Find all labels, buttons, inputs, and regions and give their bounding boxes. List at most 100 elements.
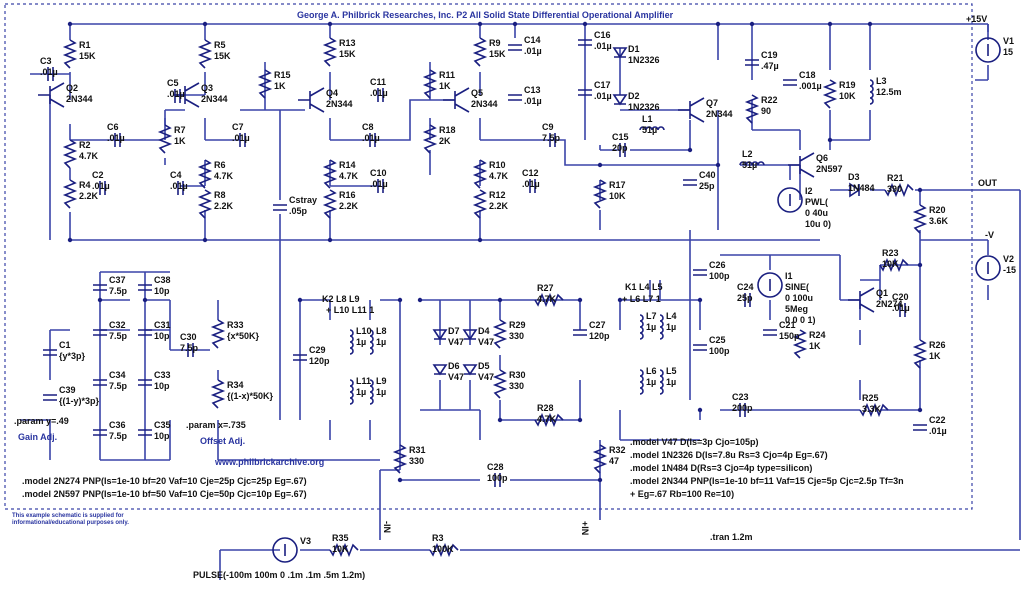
component-r25 [859,402,889,418]
component-c35 [138,429,152,436]
component-r7 [157,124,173,154]
extra-i1-2: 0 0 0 1) [785,315,816,325]
component-c3 [47,67,54,81]
component-r13 [322,37,338,67]
ref-l8: L8 [376,326,387,336]
ref-i1: I1 [785,271,793,281]
val-c8: .01µ [362,133,380,143]
extra-i1-0: 0 100u [785,293,813,303]
ref-v3: V3 [300,536,311,546]
component-c30 [187,343,194,357]
component-q4 [298,87,325,113]
val-l3: 12.5m [876,87,902,97]
component-c8 [369,133,376,147]
val-v1: 15 [1003,47,1013,57]
offset-param: .param x=.735 [186,420,246,430]
val-d4: V47 [478,337,494,347]
component-c25 [693,344,707,351]
val-c23: 200p [732,403,753,413]
val-i2: PWL( [805,197,828,207]
ref-r17: R17 [609,180,626,190]
ref-c5: C5 [167,78,179,88]
ref-c39: C39 [59,385,76,395]
component-c4 [177,181,184,195]
ref-c22: C22 [929,415,946,425]
net-in-pos: +IN [580,521,590,535]
offset-adj-label: Offset Adj. [200,436,245,446]
component-v2 [975,255,1001,281]
component-c24 [744,293,751,307]
val-r30: 330 [509,381,524,391]
component-c2 [99,181,106,195]
val-c38: 10p [154,286,170,296]
val-r18: 2K [439,136,451,146]
ref-r7: R7 [174,125,186,135]
val-r11: 1K [439,81,451,91]
ref-d5: D5 [478,361,490,371]
ref-c13: C13 [524,85,541,95]
model-2n344-cont: + Eg=.67 Rb=100 Re=10) [630,489,734,499]
ref-c20: C20 [892,292,909,302]
ref-r9: R9 [489,38,501,48]
val-c33: 10p [154,381,170,391]
ref-c27: C27 [589,320,606,330]
component-c20 [899,303,906,317]
ref-c19: C19 [761,50,778,60]
val-d2: 1N2326 [628,102,660,112]
component-r34 [210,379,226,409]
ref-d3: D3 [848,172,860,182]
component-i1 [757,272,783,298]
component-l8 [369,329,374,355]
val-q5: 2N344 [471,99,498,109]
component-l2 [739,161,765,166]
ref-c34: C34 [109,370,126,380]
val-l6: 1µ [646,377,656,387]
val-c32: 7.5p [109,331,128,341]
component-r28 [534,412,564,428]
val-r32: 47 [609,456,619,466]
component-r8 [197,189,213,219]
component-c37 [93,284,107,291]
component-c36 [93,429,107,436]
component-r12 [472,189,488,219]
component-v1 [975,37,1001,63]
val-r8: 2.2K [214,201,234,211]
component-l4 [659,314,664,340]
val-r27: 4.7K [537,294,557,304]
extra-i2-0: 0 40u [805,208,828,218]
ref-r4: R4 [79,180,91,190]
component-l9 [369,379,374,405]
ref-q6: Q6 [816,153,828,163]
val-c3: .01µ [40,67,58,77]
component-c16 [578,39,592,46]
component-c21 [763,329,777,336]
model-2n274: .model 2N274 PNP(Is=1e-10 bf=20 Vaf=10 C… [22,476,307,486]
ref-c15: C15 [612,132,629,142]
ref-r33: R33 [227,320,244,330]
component-r32 [592,444,608,474]
ref-c12: C12 [522,168,539,178]
ref-q3: Q3 [201,83,213,93]
ref-c28: C28 [487,462,504,472]
ref-r6: R6 [214,160,226,170]
component-r18 [422,124,438,154]
ref-r27: R27 [537,283,554,293]
enclosure-box [4,3,973,510]
val-r6: 4.7K [214,171,234,181]
component-symbols [38,21,1001,563]
val-q1: 2N274 [876,299,903,309]
ref-d2: D2 [628,91,640,101]
component-c39 [43,394,57,401]
component-d7 [432,329,448,341]
component-c12 [529,179,536,193]
ref-r15: R15 [274,70,291,80]
val-r7: 1K [174,136,186,146]
ref-q4: Q4 [326,88,338,98]
val-r28: 4.7K [537,414,557,424]
val-c9: 7.5p [542,133,561,143]
component-c32 [93,329,107,336]
val-c4: .01µ [170,181,188,191]
val-c6: .01µ [107,133,125,143]
component-c6 [114,133,121,147]
